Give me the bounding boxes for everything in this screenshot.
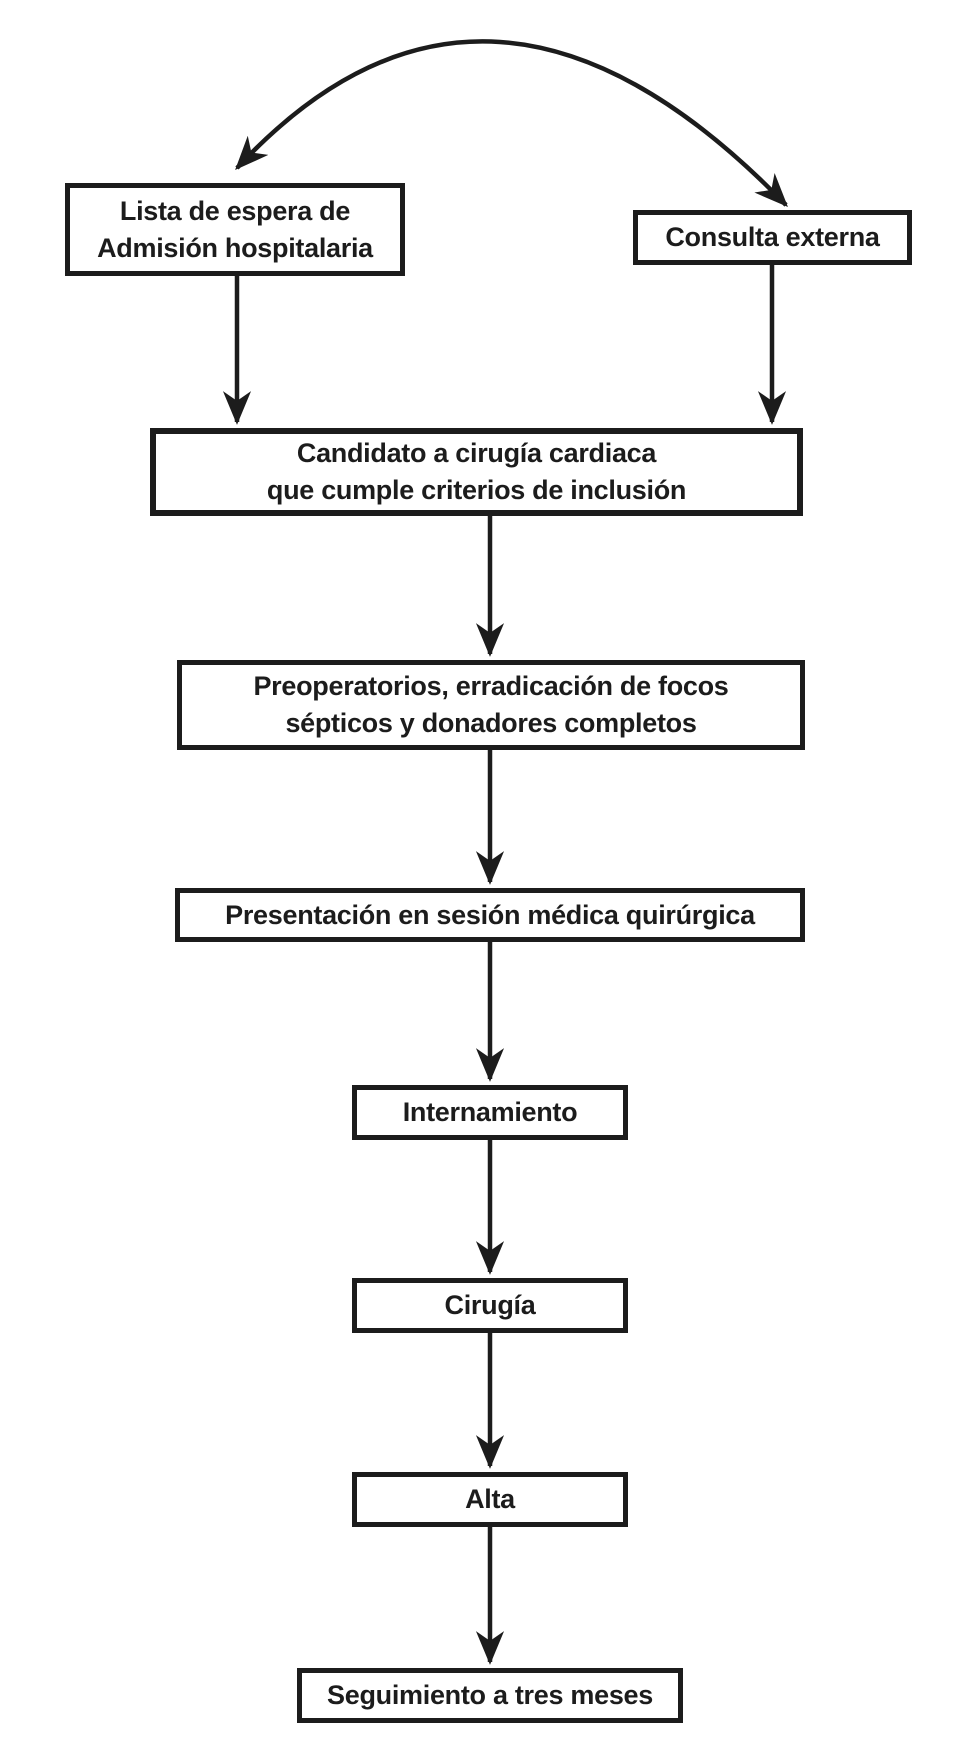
flow-node-candidato: Candidato a cirugía cardiaca que cumple …: [150, 428, 803, 516]
node-label: Preoperatorios, erradicación de focos sé…: [253, 671, 729, 738]
node-label: Alta: [465, 1484, 515, 1514]
flow-node-lista-espera: Lista de espera de Admisión hospitalaria: [65, 183, 405, 276]
node-label: Cirugía: [444, 1290, 536, 1320]
flow-node-preoperatorios: Preoperatorios, erradicación de focos sé…: [177, 660, 805, 750]
flow-node-cirugia: Cirugía: [352, 1278, 628, 1333]
flow-node-consulta-externa: Consulta externa: [633, 210, 912, 265]
node-label: Presentación en sesión médica quirúrgica: [225, 899, 755, 930]
node-label: Seguimiento a tres meses: [327, 1680, 653, 1710]
flow-node-presentacion: Presentación en sesión médica quirúrgica: [175, 888, 805, 942]
flow-node-alta: Alta: [352, 1472, 628, 1527]
node-label: Lista de espera de Admisión hospitalaria: [97, 195, 373, 263]
node-label: Internamiento: [402, 1097, 578, 1127]
node-label: Candidato a cirugía cardiaca que cumple …: [266, 438, 687, 505]
flow-node-internamiento: Internamiento: [352, 1085, 628, 1140]
node-label: Consulta externa: [665, 222, 880, 252]
flow-node-seguimiento: Seguimiento a tres meses: [297, 1668, 683, 1723]
arc-bidirectional-arrow: [235, 39, 788, 208]
